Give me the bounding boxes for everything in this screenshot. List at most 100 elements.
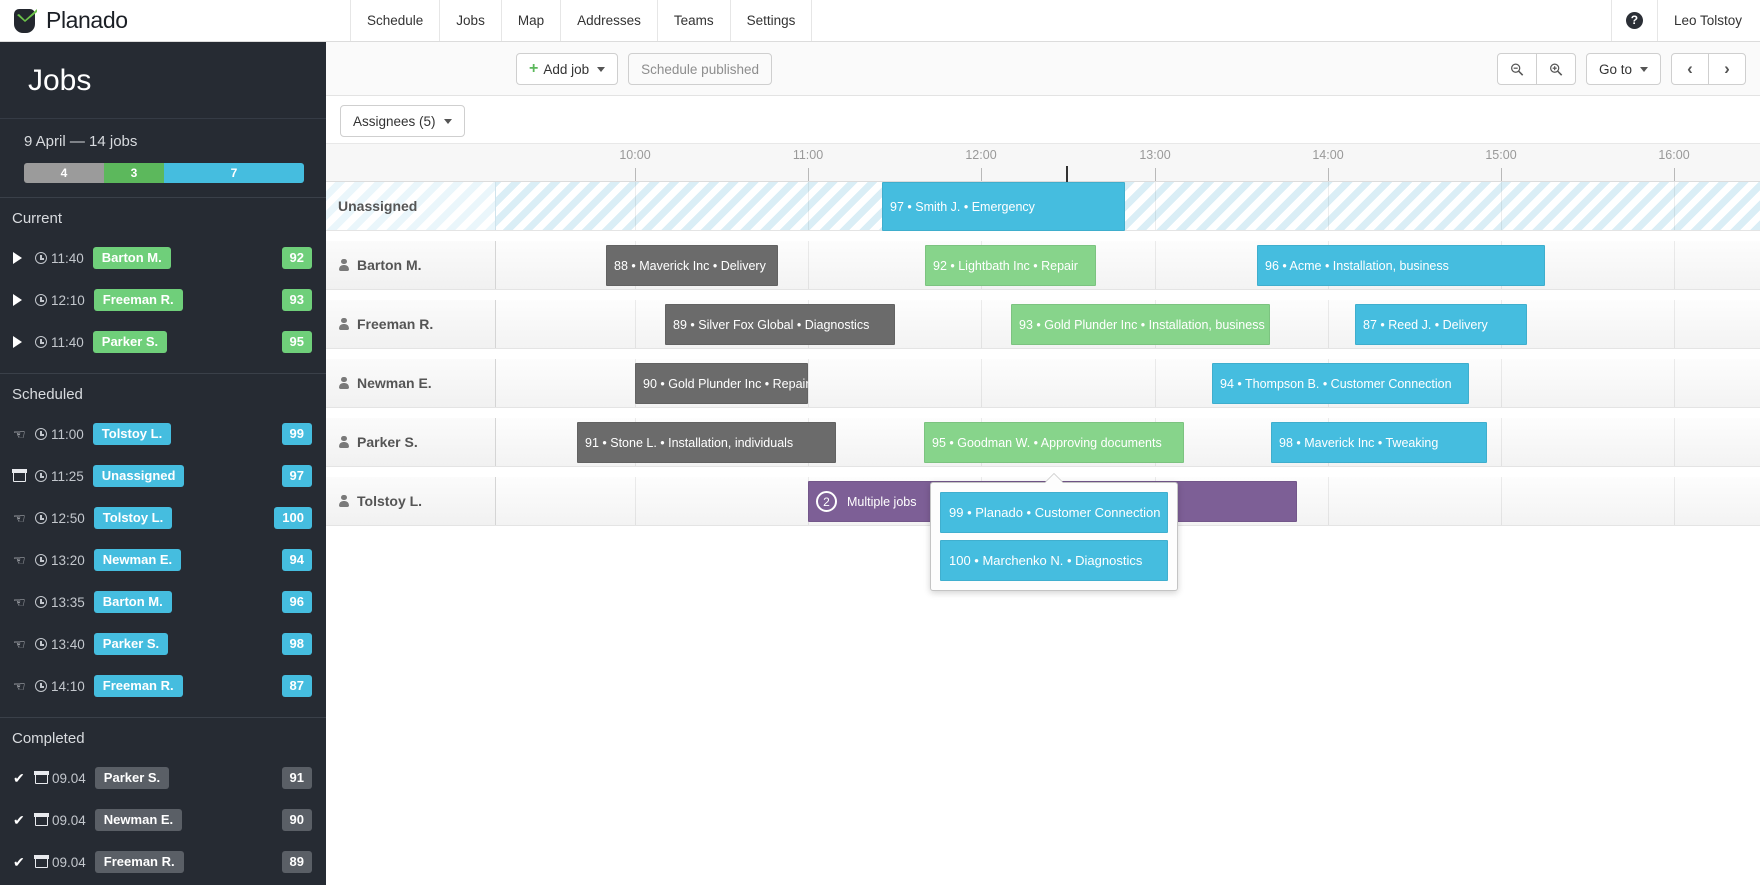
nav-item-settings[interactable]: Settings xyxy=(729,0,813,41)
gantt-gridline xyxy=(981,359,982,407)
gantt-gridline xyxy=(981,300,982,348)
gantt-lane[interactable]: 97 • Smith J. • Emergency xyxy=(496,182,1760,231)
gantt-lane[interactable]: 89 • Silver Fox Global • Diagnostics 93 •… xyxy=(496,300,1760,348)
job-time-label: 09.04 xyxy=(52,770,86,786)
assignee-pill: Newman E. xyxy=(93,549,182,571)
job-number-badge: 96 xyxy=(281,591,312,613)
job-number-badge: 92 xyxy=(281,247,312,269)
gantt-lane[interactable]: 90 • Gold Plunder Inc • Repair 94 • Thomp… xyxy=(496,359,1760,407)
timeline-tick-mark xyxy=(1328,168,1329,181)
popup-arrow xyxy=(1045,474,1063,483)
job-number-badge: 98 xyxy=(281,633,312,655)
summary-segment-1: 3 xyxy=(104,163,164,183)
timeline-tick-mark xyxy=(1674,168,1675,181)
assignee-pill: Barton M. xyxy=(92,247,171,269)
gantt-job-label: Multiple jobs xyxy=(847,494,917,509)
gantt-job-bar[interactable]: 88 • Maverick Inc • Delivery xyxy=(606,245,778,286)
gantt-lane[interactable]: 91 • Stone L. • Installation, individual… xyxy=(496,418,1760,466)
zoom-out-button[interactable] xyxy=(1496,53,1537,85)
nav-item-jobs[interactable]: Jobs xyxy=(439,0,501,41)
assignee-filter-row: Assignees (5) xyxy=(326,96,1760,144)
zoom-in-button[interactable] xyxy=(1535,53,1576,85)
next-day-button[interactable]: › xyxy=(1708,53,1746,85)
assignee-pill: Freeman R. xyxy=(93,675,183,697)
check-icon: ✔ xyxy=(13,769,25,786)
toolbar-left-group: + Add job Schedule published xyxy=(516,53,772,85)
gantt-job-bar[interactable]: 87 • Reed J. • Delivery xyxy=(1355,304,1527,345)
gantt-job-bar[interactable]: 97 • Smith J. • Emergency xyxy=(882,182,1125,231)
job-number-badge: 94 xyxy=(281,549,312,571)
gantt-job-bar[interactable]: 94 • Thompson B. • Customer Connection xyxy=(1212,363,1469,404)
help-button[interactable]: ? xyxy=(1610,0,1657,41)
popup-job-item[interactable]: 99 • Planado • Customer Connection xyxy=(940,492,1168,533)
gantt-job-label: 90 • Gold Plunder Inc • Repair xyxy=(643,376,808,391)
nav-item-teams[interactable]: Teams xyxy=(656,0,730,41)
assignee-pill: Parker S. xyxy=(93,633,169,655)
gantt-gridline xyxy=(1501,182,1502,230)
nav-item-map[interactable]: Map xyxy=(500,0,560,41)
gantt-job-bar[interactable]: 93 • Gold Plunder Inc • Installation, bu… xyxy=(1011,304,1270,345)
goto-button[interactable]: Go to xyxy=(1585,53,1661,85)
assignees-filter-label: Assignees (5) xyxy=(353,113,436,129)
schedule-published-button[interactable]: Schedule published xyxy=(628,53,772,85)
check-icon: ✔ xyxy=(13,853,25,870)
popup-job-item[interactable]: 100 • Marchenko N. • Diagnostics xyxy=(940,540,1168,581)
gantt-lane[interactable]: 88 • Maverick Inc • Delivery 92 • Lightba… xyxy=(496,241,1760,289)
gantt-row-name[interactable]: Parker S. xyxy=(326,418,496,466)
gantt-row-name[interactable]: Barton M. xyxy=(326,241,496,289)
brand-logo-area[interactable]: Planado xyxy=(0,0,326,41)
user-menu[interactable]: Leo Tolstoy xyxy=(1656,0,1760,41)
nav-item-addresses[interactable]: Addresses xyxy=(560,0,657,41)
clock-icon xyxy=(35,470,47,482)
sidebar-group-header-scheduled: Scheduled xyxy=(0,373,326,413)
chevron-down-icon xyxy=(443,118,452,124)
job-status-icon: ✔ xyxy=(13,854,33,871)
gantt-row-name[interactable]: Newman E. xyxy=(326,359,496,407)
popup-items: 99 • Planado • Customer Connection 100 • … xyxy=(940,492,1168,581)
nav-item-schedule[interactable]: Schedule xyxy=(350,0,439,41)
calendar-icon xyxy=(34,855,49,868)
gantt-row-name[interactable]: Freeman R. xyxy=(326,300,496,348)
gantt-job-bar[interactable]: 95 • Goodman W. • Approving documents xyxy=(924,422,1184,463)
timeline-tick-mark xyxy=(808,168,809,181)
gantt-job-bar[interactable]: 89 • Silver Fox Global • Diagnostics xyxy=(665,304,895,345)
multiple-jobs-popup: 99 • Planado • Customer Connection 100 • … xyxy=(930,474,1178,591)
gantt-job-label: 87 • Reed J. • Delivery xyxy=(1363,317,1488,332)
assignees-filter-button[interactable]: Assignees (5) xyxy=(340,105,465,137)
hand-pointer-icon: ☜ xyxy=(13,551,26,568)
gantt-row-name[interactable]: Tolstoy L. xyxy=(326,477,496,525)
hand-pointer-icon: ☜ xyxy=(13,677,26,694)
gantt-row: Barton M. 88 • Maverick Inc • Delivery 92 … xyxy=(326,241,1760,290)
gantt-job-bar[interactable]: 96 • Acme • Installation, business xyxy=(1257,245,1545,286)
gantt-job-bar[interactable]: 91 • Stone L. • Installation, individual… xyxy=(577,422,836,463)
gantt-gridline xyxy=(1155,241,1156,289)
gantt-job-bar[interactable]: 92 • Lightbath Inc • Repair xyxy=(925,245,1096,286)
gantt-job-label: 96 • Acme • Installation, business xyxy=(1265,258,1449,273)
job-time: 13:35 xyxy=(35,595,85,610)
prev-day-button[interactable]: ‹ xyxy=(1671,53,1709,85)
job-status-icon xyxy=(12,469,33,482)
gantt-row-name[interactable]: Unassigned xyxy=(326,182,496,230)
gantt-job-bar[interactable]: 90 • Gold Plunder Inc • Repair xyxy=(635,363,808,404)
assignee-pill: Parker S. xyxy=(92,331,168,353)
gantt-job-bar[interactable]: 98 • Maverick Inc • Tweaking xyxy=(1271,422,1487,463)
plus-icon: + xyxy=(529,60,539,77)
gantt-gridline xyxy=(1501,477,1502,525)
add-job-button[interactable]: + Add job xyxy=(516,53,619,85)
